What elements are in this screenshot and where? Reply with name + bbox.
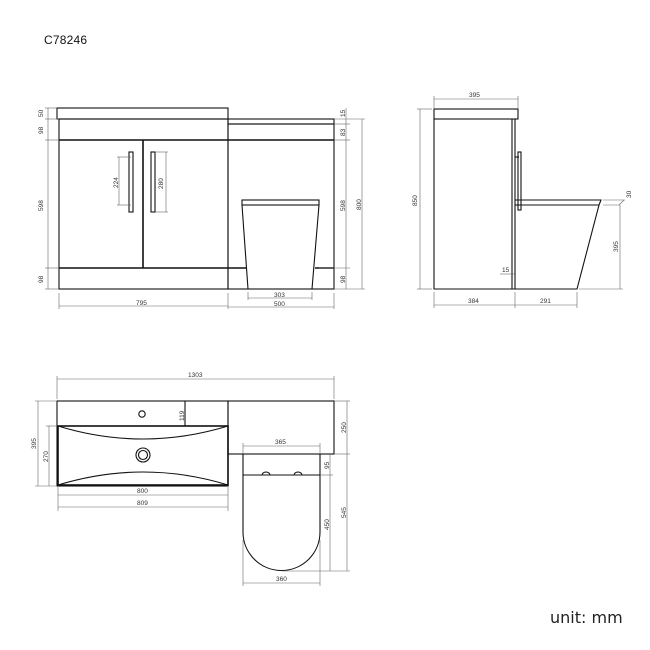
dim-label: 50: [38, 109, 45, 117]
dim-label: 360: [276, 576, 287, 583]
dim-label: 598: [340, 200, 347, 211]
dim-label: 598: [38, 200, 45, 211]
dim-label: 800: [356, 199, 363, 210]
dim-label: 450: [324, 519, 331, 530]
dim-label: 850: [412, 195, 419, 206]
dim-label: 291: [540, 298, 551, 305]
side-handle: [517, 151, 522, 211]
product-code: C78246: [44, 33, 88, 47]
dim-label: 83: [340, 128, 347, 136]
door-handle-right: [150, 151, 156, 213]
seat-hinge-right: [293, 471, 303, 476]
toilet-seat: [241, 199, 320, 206]
dim-label: 15: [340, 109, 347, 117]
door-handle-left: [128, 151, 134, 213]
dim-label: 224: [113, 177, 120, 188]
unit-label: unit: mm: [550, 608, 623, 627]
dim-label: 30: [626, 190, 633, 198]
dim-label: 119: [179, 410, 186, 421]
drain-outer: [135, 447, 151, 463]
dim-label: 15: [502, 267, 510, 274]
dim-label: 384: [468, 298, 479, 305]
dim-label: 395: [31, 438, 38, 449]
dim-label: 365: [275, 439, 286, 446]
toilet-unit: [227, 123, 335, 290]
side-basin-top: [433, 108, 519, 120]
side-view: 395 850 30 395 15 384 291: [412, 92, 633, 308]
tap-hole: [138, 410, 146, 418]
toilet-unit-top: [227, 118, 335, 125]
toilet-pan-front: [241, 204, 320, 290]
vanity-top: [56, 400, 229, 487]
dim-label: 795: [136, 300, 147, 307]
dim-label: 545: [341, 507, 348, 518]
top-view: 1303 395 270 119 800 809 365 250 95 450 …: [31, 372, 350, 586]
dim-label: 250: [341, 422, 348, 433]
dim-label: 270: [43, 451, 50, 462]
dim-label: 395: [469, 92, 480, 99]
seat-hinge-left: [261, 471, 271, 476]
dim-label: 280: [158, 178, 165, 189]
dim-label: 98: [38, 275, 45, 283]
dim-label: 95: [324, 461, 331, 469]
drain-inner: [137, 449, 149, 461]
dim-label: 303: [274, 292, 285, 299]
dim-label: 800: [137, 488, 148, 495]
dim-label: 395: [613, 241, 620, 252]
side-cabinet: [433, 119, 516, 290]
dim-label: 98: [38, 126, 45, 134]
front-view: 50 98 598 98 224 280 795 303 500 15 8: [38, 107, 365, 309]
basin-bowl: [57, 425, 229, 486]
basin-top: [56, 107, 229, 120]
dim-label: 1303: [188, 372, 203, 379]
side-toilet-pan: [515, 199, 602, 290]
dim-label: 809: [137, 500, 148, 507]
toilet-seat-top: [242, 475, 321, 572]
dim-label: 98: [340, 275, 347, 283]
dim-label: 500: [274, 301, 285, 308]
toilet-unit-top-view: [227, 400, 335, 455]
